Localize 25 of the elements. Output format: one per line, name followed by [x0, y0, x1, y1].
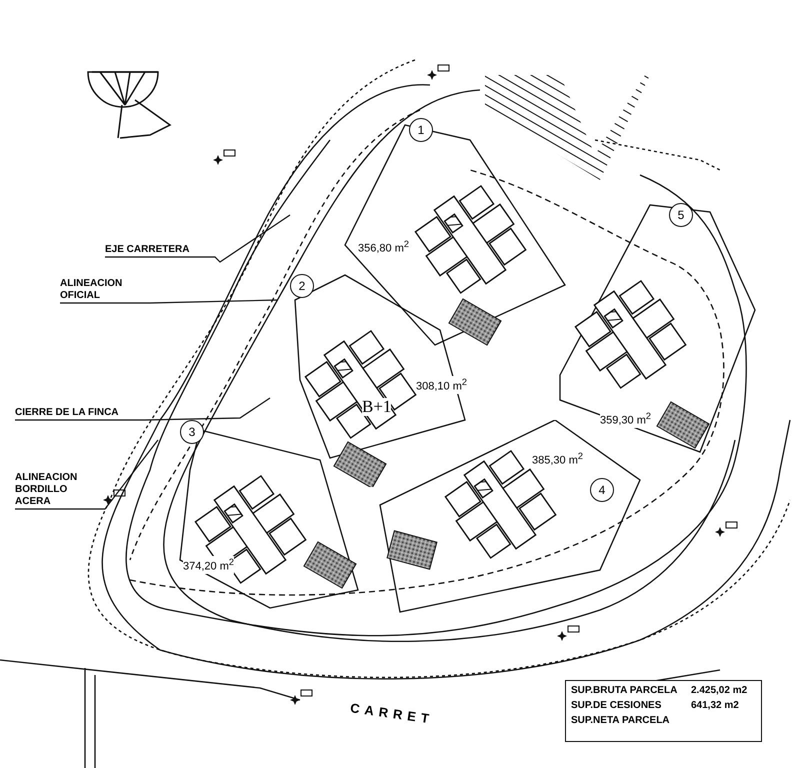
- callout-label: CIERRE DE LA FINCA: [15, 407, 145, 419]
- parcel-number: 3: [180, 420, 204, 444]
- parcel-number: 1: [409, 118, 433, 142]
- parcel-number: 4: [590, 478, 614, 502]
- callout-label: ALINEACION BORDILLO ACERA: [15, 472, 105, 508]
- parcel-number: 2: [290, 274, 314, 298]
- building-height-label: B+1: [362, 398, 392, 416]
- parcel-number: 5: [669, 203, 693, 227]
- area-label: 308,10 m$^{2}$: [416, 376, 467, 394]
- callout-label: ALINEACION OFICIAL: [60, 278, 150, 302]
- area-name: SUP.DE CESIONES: [571, 700, 662, 712]
- area-value: 2.425,02 m2: [691, 685, 748, 697]
- leader-line: [105, 214, 290, 263]
- area-label: 374,20 m$^{2}$: [183, 556, 234, 574]
- area-value: 641,32 m2: [691, 700, 739, 712]
- area-label: 385,30 m$^{2}$: [532, 450, 583, 468]
- area-name: SUP.BRUTA PARCELA: [571, 685, 678, 697]
- callout-label: EJE CARRETERA: [105, 244, 215, 256]
- area-name: SUP.NETA PARCELA: [571, 715, 670, 727]
- leader-line: [15, 440, 158, 510]
- parcel: [288, 272, 470, 487]
- leader-line: [60, 299, 278, 304]
- leader-line: [15, 398, 270, 421]
- area-label: 356,80 m$^{2}$: [358, 238, 409, 256]
- area-label: 359,30 m$^{2}$: [600, 410, 651, 428]
